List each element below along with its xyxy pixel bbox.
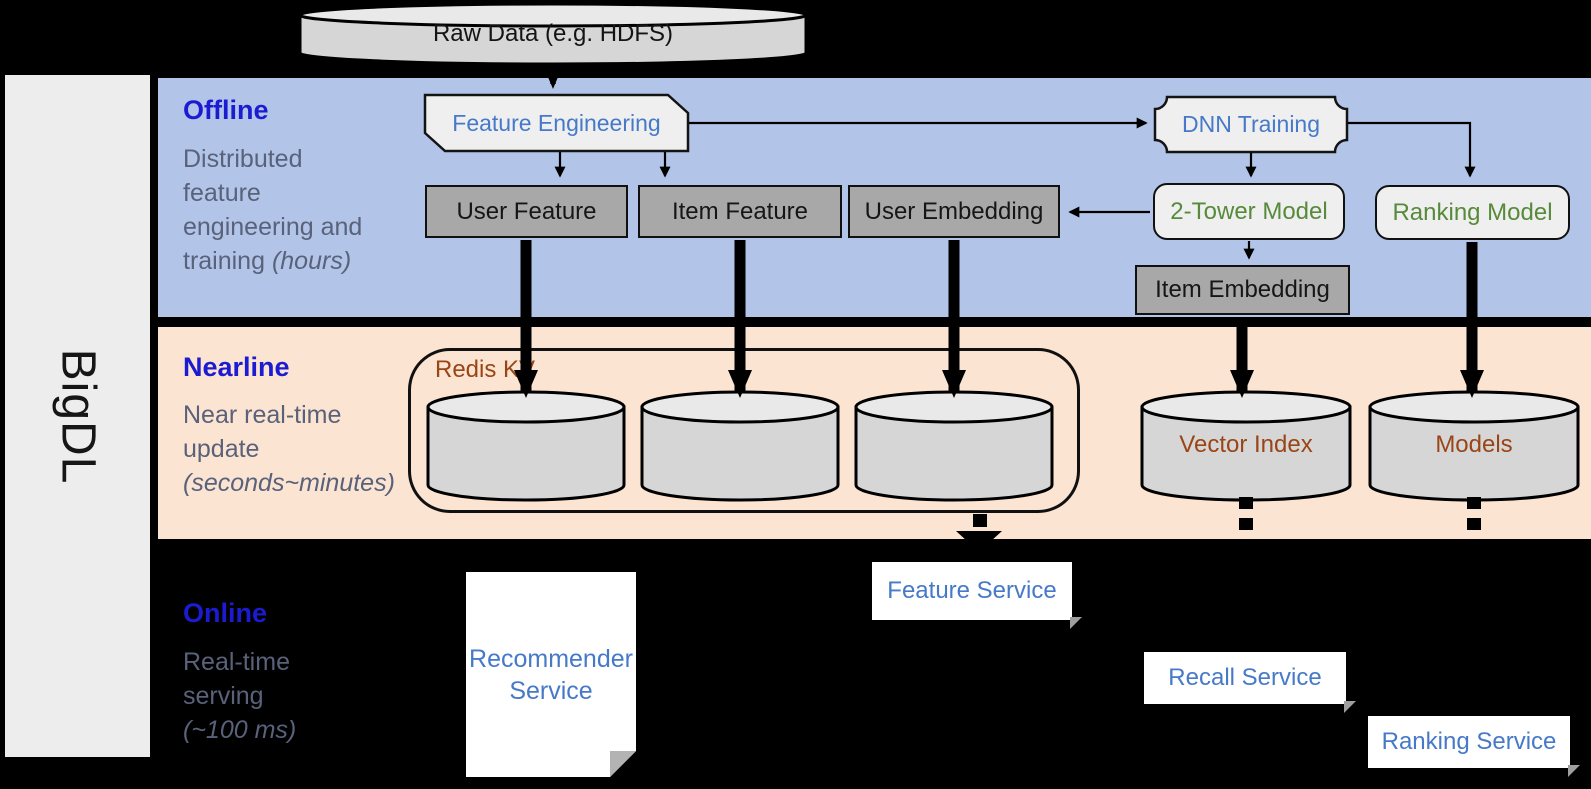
two-tower-model-label: 2-Tower Model [1170, 197, 1328, 225]
page-fold-icon [1344, 701, 1356, 713]
offline-description-line3: engineering and [183, 213, 363, 241]
user-feature-node: User Feature [425, 185, 628, 238]
offline-description: Distributed feature engineering and trai… [183, 142, 362, 278]
ranking-model-label: Ranking Model [1392, 198, 1553, 226]
online-description-line1: Real-time [183, 648, 290, 676]
bigdl-logo-text: BigDL [50, 348, 104, 484]
offline-description-line2: feature [183, 179, 261, 207]
nearline-heading: Nearline [183, 352, 290, 382]
recommender-service-node: Recommender Service [466, 572, 636, 777]
ranking-model-node: Ranking Model [1375, 185, 1570, 240]
models-label: Models [1435, 431, 1513, 458]
feature-service-node: Feature Service [872, 562, 1082, 629]
raw-data-label: Raw Data (e.g. HDFS) [432, 20, 674, 47]
vector-index-label: Vector Index [1179, 431, 1313, 458]
user-feature-label: User Feature [456, 197, 597, 225]
redis-kv-label: Redis KV [435, 356, 536, 383]
recommender-service-label: Recommender Service [469, 644, 633, 705]
feature-service-label: Feature Service [887, 577, 1057, 604]
online-description: Real-time serving (~100 ms) [183, 645, 296, 747]
page-fold-icon [1568, 765, 1580, 777]
bigdl-side-panel: BigDL [5, 75, 150, 757]
offline-heading: Offline [183, 95, 269, 125]
user-embedding-label: User Embedding [864, 197, 1044, 225]
nearline-duration: (seconds~minutes) [183, 469, 395, 497]
online-duration: (~100 ms) [183, 716, 297, 744]
user-embedding-node: User Embedding [848, 185, 1060, 238]
recall-service-node: Recall Service [1144, 652, 1356, 713]
item-embedding-label: Item Embedding [1155, 276, 1330, 303]
online-description-line2: serving [183, 682, 264, 710]
bigdl-logo: BigDL [5, 75, 150, 757]
offline-description-line4: training (hours) [183, 247, 352, 275]
online-heading: Online [183, 598, 268, 628]
item-feature-node: Item Feature [638, 185, 842, 238]
item-feature-label: Item Feature [671, 197, 809, 225]
offline-duration: (hours) [271, 247, 352, 275]
feature-engineering-label: Feature Engineering [452, 109, 661, 136]
offline-description-line1: Distributed [183, 145, 303, 173]
nearline-description-line2: update [183, 435, 260, 463]
ranking-service-node: Ranking Service [1368, 716, 1580, 777]
redis-kv-container: Redis KV [408, 348, 1080, 513]
item-embedding-node: Item Embedding [1135, 265, 1350, 315]
ranking-service-label: Ranking Service [1381, 728, 1557, 755]
page-fold-icon [1070, 617, 1082, 629]
recall-service-label: Recall Service [1168, 664, 1322, 691]
dnn-training-label: DNN Training [1181, 110, 1321, 137]
nearline-description-line1: Near real-time [183, 401, 342, 429]
nearline-description: Near real-time update (seconds~minutes) [183, 398, 395, 500]
two-tower-model-node: 2-Tower Model [1153, 183, 1345, 240]
